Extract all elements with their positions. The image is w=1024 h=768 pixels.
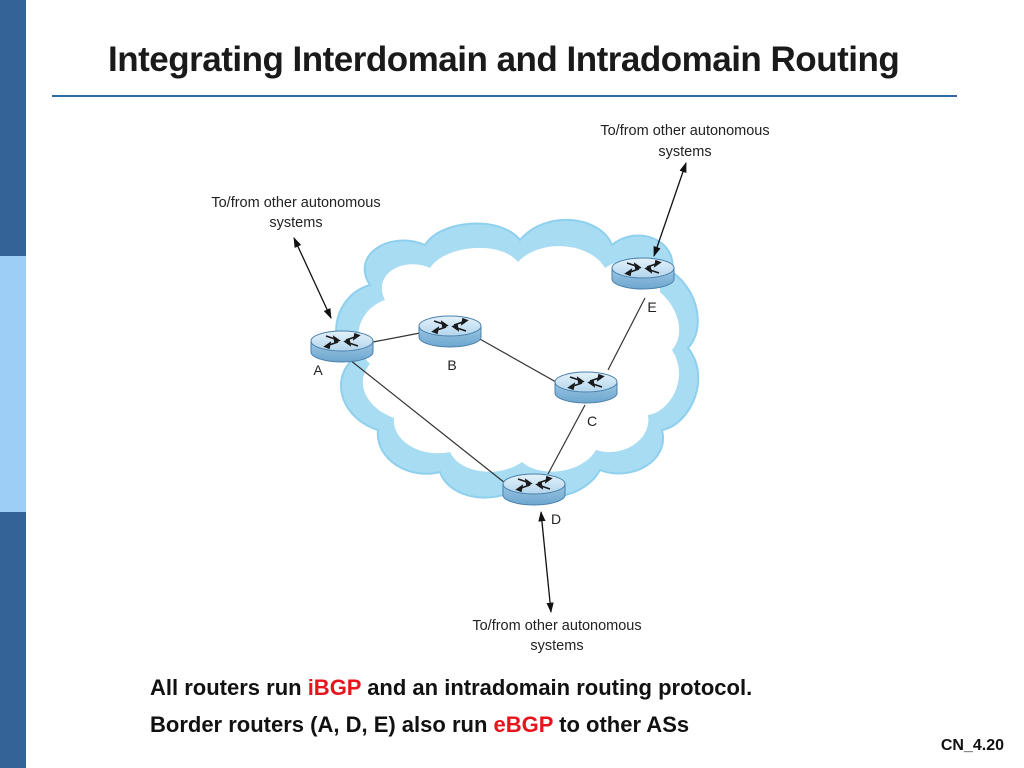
caption-line-1-start: All routers run [150, 675, 308, 700]
router-e-label: E [647, 299, 656, 315]
router-arrows-icon [624, 259, 662, 277]
caption-line-2-start: Border routers (A, D, E) also run [150, 712, 494, 737]
caption-line-1-end: and an intradomain routing protocol. [361, 675, 753, 700]
slide-number: CN_4.20 [940, 737, 1004, 754]
router-b-label: B [447, 357, 456, 373]
router-arrows-icon [567, 373, 605, 391]
router-e [611, 257, 675, 290]
slide-title: Integrating Interdomain and Intradomain … [108, 40, 900, 79]
link-a-b [372, 332, 421, 343]
link-a-d [349, 359, 506, 484]
link-c-d [547, 404, 586, 475]
external-label-d-line1: To/from other autonomous [472, 618, 641, 634]
arrow-a-external [293, 237, 332, 319]
caption-line-2: Border routers (A, D, E) also run eBGP t… [150, 712, 689, 738]
router-b [418, 315, 482, 348]
autonomous-system-cloud [335, 219, 700, 499]
router-d [502, 473, 566, 506]
router-arrows-icon [431, 317, 469, 335]
router-links [349, 297, 646, 484]
ibgp-highlight: iBGP [307, 675, 362, 700]
external-label-a-line1: To/from other autonomous [211, 195, 380, 211]
external-arrows [293, 162, 687, 614]
link-b-c [477, 337, 557, 383]
left-accent-bar [0, 0, 26, 768]
external-label-e-line2: systems [658, 144, 711, 160]
router-c-label: C [587, 413, 597, 429]
caption-line-1: All routers run iBGP and an intradomain … [150, 675, 752, 701]
link-c-e [607, 297, 646, 371]
accent-bar-top [0, 0, 26, 256]
arrow-e-external [653, 162, 687, 257]
accent-bar-middle [0, 256, 26, 512]
external-label-e-line1: To/from other autonomous [600, 123, 769, 139]
accent-bar-bottom [0, 512, 26, 768]
external-label-a-line2: systems [269, 215, 322, 231]
title-underline [52, 95, 957, 97]
router-a [310, 330, 374, 363]
router-a-label: A [313, 362, 323, 378]
router-c [554, 371, 618, 404]
external-label-d-line2: systems [530, 638, 583, 654]
arrow-d-external [538, 510, 554, 614]
caption-line-2-end: to other ASs [553, 712, 690, 737]
router-d-label: D [551, 511, 561, 527]
router-arrows-icon [515, 475, 553, 493]
router-arrows-icon [323, 332, 361, 350]
ebgp-highlight: eBGP [493, 712, 554, 737]
